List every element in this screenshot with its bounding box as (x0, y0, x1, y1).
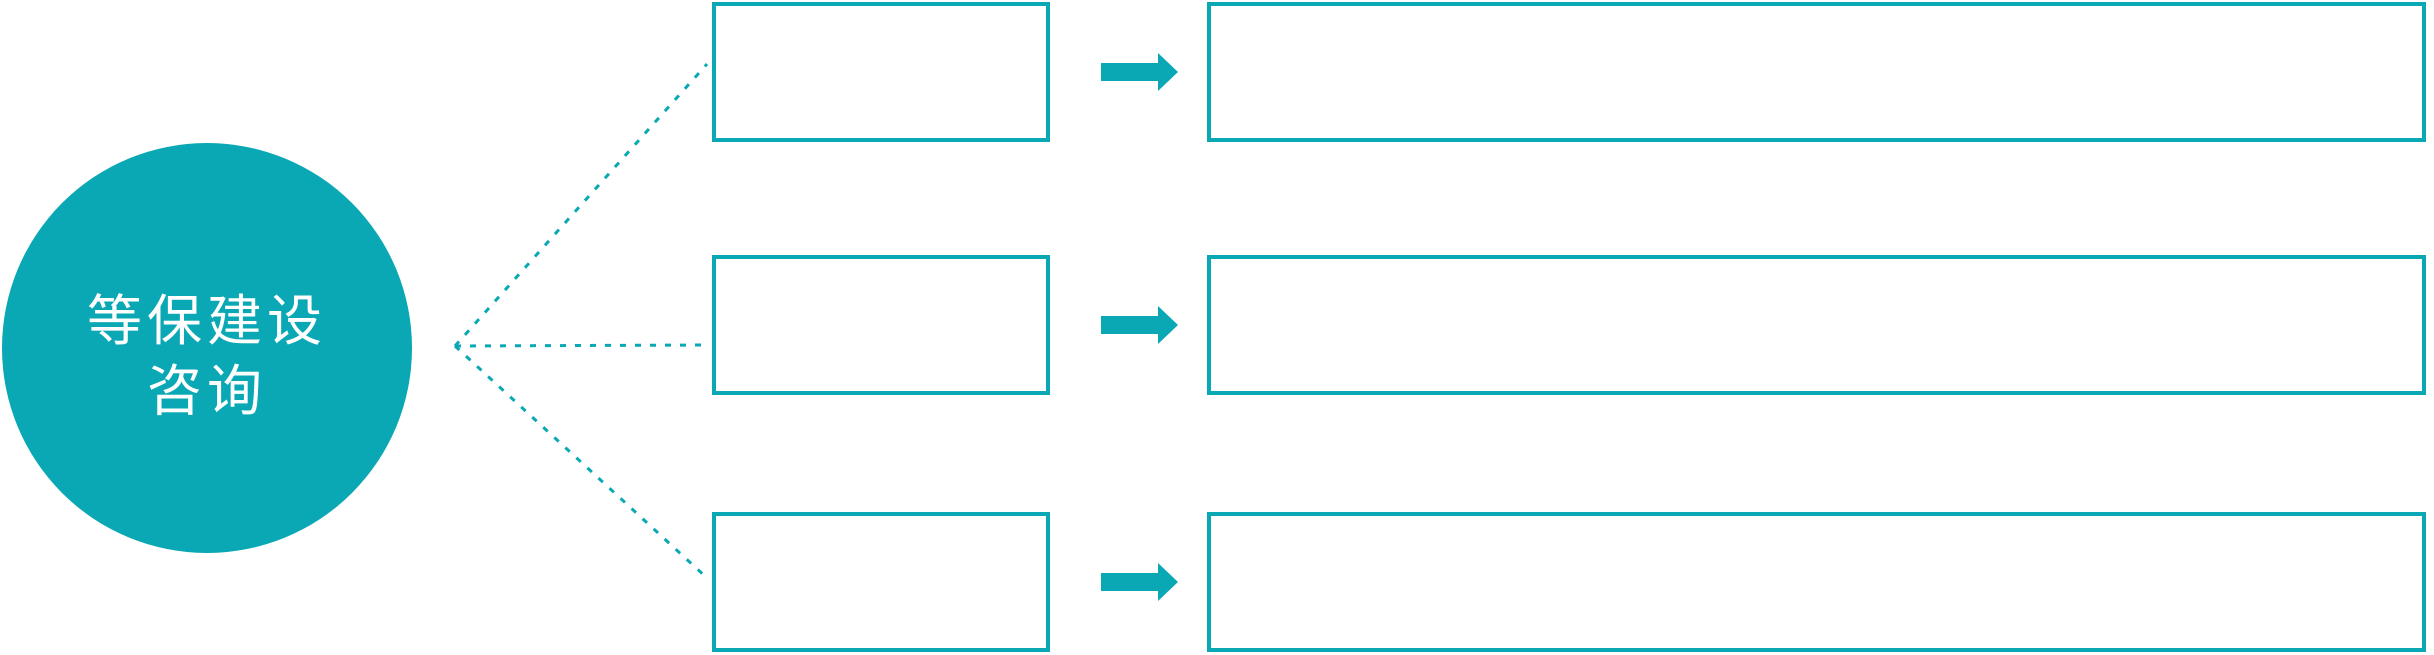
right-arrow-icon (1101, 53, 1178, 91)
diagram-row-2 (0, 255, 2434, 395)
description-box-2 (1207, 255, 2426, 395)
category-box-1 (712, 2, 1050, 142)
diagram-row-3 (0, 512, 2434, 652)
description-box-3 (1207, 512, 2426, 652)
category-box-3 (712, 512, 1050, 652)
topic-circle-label-line1: 等保建设 (86, 290, 327, 352)
right-arrow-icon (1101, 306, 1178, 344)
topic-circle-label-line2: 咨询 (146, 360, 267, 422)
right-arrow-icon (1101, 563, 1178, 601)
category-box-2 (712, 255, 1050, 395)
description-box-1 (1207, 2, 2426, 142)
topic-circle-label: 等保建设 咨询 (87, 286, 327, 426)
topic-circle: 等保建设 咨询 (2, 143, 412, 553)
diagram-row-1 (0, 2, 2434, 142)
